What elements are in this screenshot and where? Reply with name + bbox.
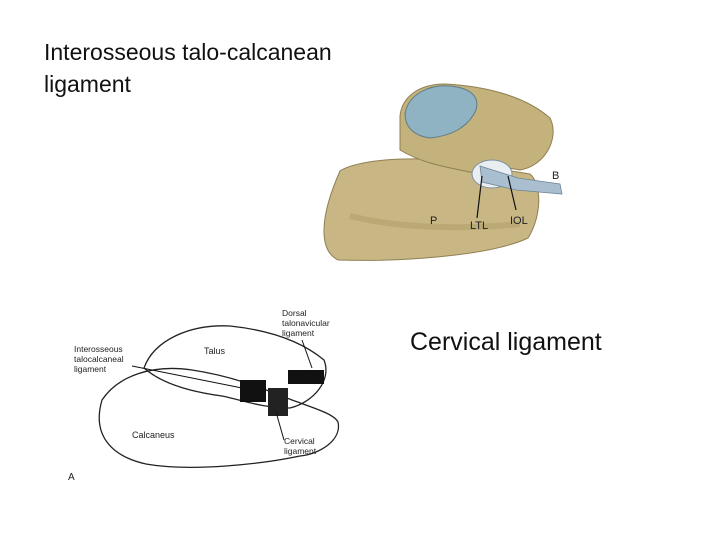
label-p: P — [430, 215, 437, 227]
label-dorsal: Dorsal talonavicular ligament — [282, 308, 332, 338]
cervical-ligament-drawing — [268, 388, 288, 416]
cervical-pointer — [276, 412, 284, 440]
label-cervical: Cervical ligament — [284, 436, 317, 456]
label-interosseous-line-2: talocalcaneal — [74, 354, 124, 364]
cervical-ligament-caption: Cervical ligament — [410, 328, 602, 357]
label-interosseous-line-3: ligament — [74, 364, 107, 374]
label-dorsal-line-3: ligament — [282, 328, 315, 338]
label-interosseous: Interosseous talocalcaneal ligament — [74, 344, 126, 374]
talus-outline — [144, 326, 326, 408]
talus-calcaneus-illustration: B P LTL IOL — [280, 66, 580, 276]
dorsal-pointer — [302, 340, 312, 368]
dorsal-ligament-drawing — [288, 370, 324, 384]
ligament-line-drawing: Dorsal talonavicular ligament Talus Inte… — [62, 304, 362, 488]
label-panel-a: A — [68, 472, 75, 483]
label-cervical-line-1: Cervical — [284, 436, 315, 446]
label-ltl: LTL — [470, 220, 488, 232]
label-talus: Talus — [204, 346, 226, 356]
label-interosseous-line-1: Interosseous — [74, 344, 123, 354]
label-iol: IOL — [510, 215, 528, 227]
label-cervical-line-2: ligament — [284, 446, 317, 456]
label-calcaneus: Calcaneus — [132, 430, 175, 440]
label-dorsal-line-2: talonavicular — [282, 318, 330, 328]
interosseous-ligament-drawing — [240, 380, 266, 402]
label-b: B — [552, 170, 559, 182]
label-dorsal-line-1: Dorsal — [282, 308, 307, 318]
